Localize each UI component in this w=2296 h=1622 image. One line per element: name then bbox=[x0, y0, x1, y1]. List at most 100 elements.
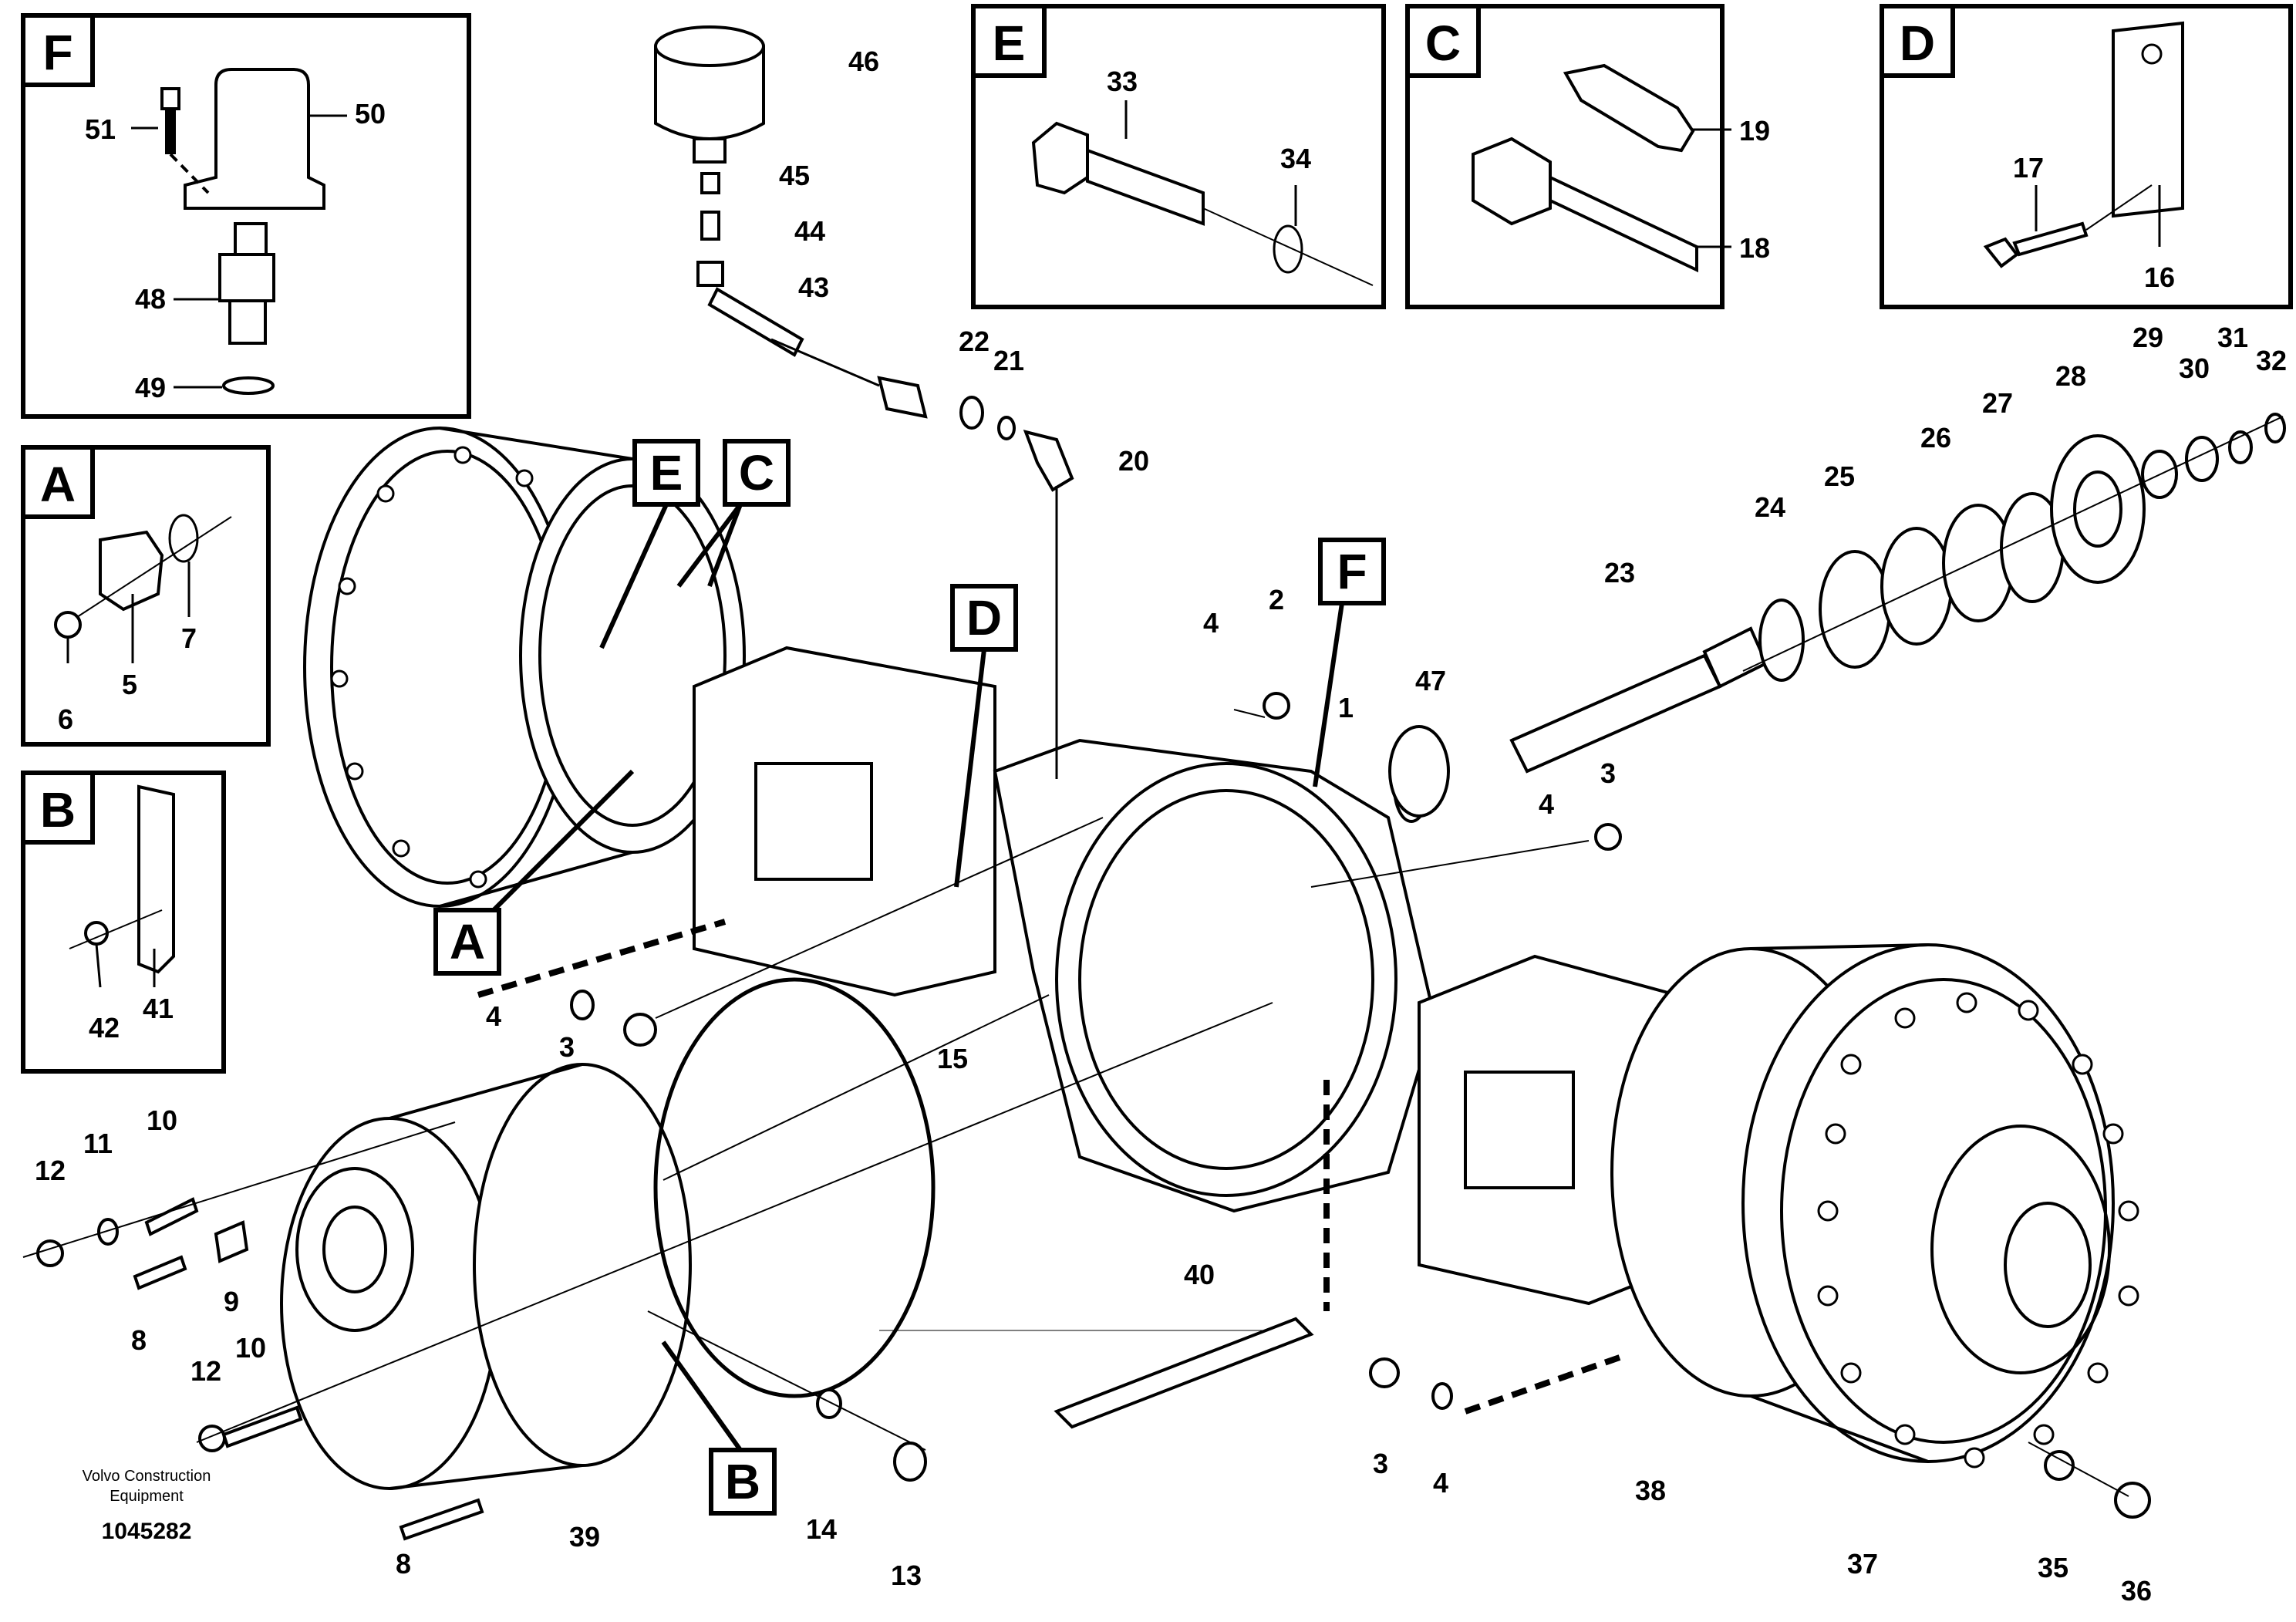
part-label-1: 1 bbox=[1338, 692, 1354, 723]
part-label-2: 2 bbox=[1269, 584, 1284, 615]
part-label-29: 29 bbox=[2132, 322, 2163, 353]
part-label-18: 18 bbox=[1739, 232, 1770, 264]
detail-box-d-label: D bbox=[1900, 15, 1935, 71]
part-label-3c: 3 bbox=[1373, 1448, 1388, 1479]
part-label-50: 50 bbox=[355, 98, 386, 130]
part-label-4a: 4 bbox=[1203, 607, 1219, 639]
part-label-40: 40 bbox=[1184, 1259, 1215, 1290]
callout-e: E bbox=[599, 439, 700, 649]
detail-box-e-label: E bbox=[993, 15, 1026, 71]
part-label-28: 28 bbox=[2055, 360, 2086, 392]
part-label-49: 49 bbox=[135, 372, 166, 403]
dashed-guide-lines bbox=[477, 919, 1621, 1415]
callout-f: F bbox=[1313, 538, 1386, 787]
cover-plate-shape bbox=[99, 530, 164, 612]
part-label-15: 15 bbox=[937, 1043, 968, 1074]
part-label-21: 21 bbox=[993, 345, 1024, 376]
part-label-19: 19 bbox=[1739, 115, 1770, 147]
detail-box-b-label: B bbox=[40, 782, 76, 838]
part-label-42: 42 bbox=[89, 1012, 120, 1044]
part-label-39: 39 bbox=[569, 1521, 600, 1553]
part-label-51: 51 bbox=[85, 113, 116, 145]
explode-lines bbox=[22, 416, 2284, 1497]
part-number-labels: 1 2 3 3 3 4 4 4 4 8 8 9 10 10 11 12 12 1… bbox=[35, 46, 2287, 1607]
part-label-33: 33 bbox=[1107, 66, 1138, 97]
part-label-10b: 10 bbox=[235, 1332, 266, 1364]
detail-box-a: A 7 6 5 bbox=[21, 445, 271, 747]
callout-a: A bbox=[433, 769, 635, 976]
part-label-34: 34 bbox=[1280, 143, 1311, 174]
part-label-13: 13 bbox=[891, 1560, 922, 1591]
part-label-8b: 8 bbox=[396, 1548, 411, 1580]
part-label-25: 25 bbox=[1824, 460, 1855, 492]
part-label-7: 7 bbox=[181, 622, 197, 654]
part-label-36: 36 bbox=[2121, 1575, 2152, 1607]
bracket-shape bbox=[184, 68, 325, 210]
callout-f-label: F bbox=[1337, 544, 1367, 599]
callout-b: B bbox=[661, 1340, 777, 1516]
plate-shape bbox=[2112, 21, 2184, 218]
callout-c: C bbox=[676, 439, 791, 588]
part-label-30: 30 bbox=[2179, 352, 2210, 384]
part-label-32: 32 bbox=[2256, 345, 2287, 376]
detail-box-d: D 17 16 bbox=[1880, 4, 2293, 309]
part-label-46: 46 bbox=[848, 46, 879, 77]
part-label-11: 11 bbox=[83, 1128, 113, 1159]
part-label-43: 43 bbox=[798, 271, 829, 303]
part-label-4d: 4 bbox=[1433, 1467, 1448, 1499]
part-label-14: 14 bbox=[806, 1513, 837, 1545]
breather-assembly bbox=[654, 25, 1074, 779]
hub-studs bbox=[330, 446, 2139, 1469]
fasteners bbox=[36, 692, 2151, 1541]
part-label-47: 47 bbox=[1415, 665, 1446, 696]
detail-box-f-label: F bbox=[42, 25, 72, 80]
part-label-23: 23 bbox=[1604, 557, 1635, 588]
detail-box-a-label: A bbox=[40, 457, 76, 512]
part-label-5: 5 bbox=[122, 669, 137, 700]
part-label-17: 17 bbox=[2013, 152, 2044, 184]
part-label-20: 20 bbox=[1118, 445, 1149, 477]
credit-line-1: Volvo Construction bbox=[83, 1468, 211, 1485]
diagram-code: 1045282 bbox=[102, 1519, 192, 1544]
callout-c-label: C bbox=[739, 445, 774, 501]
callout-a-label: A bbox=[450, 914, 485, 969]
part-label-3a: 3 bbox=[1600, 757, 1616, 789]
part-label-10a: 10 bbox=[147, 1104, 177, 1136]
part-label-6: 6 bbox=[58, 703, 73, 735]
callout-d-label: D bbox=[966, 590, 1002, 646]
part-label-4b: 4 bbox=[1539, 788, 1554, 820]
diagram-credit: Volvo Construction Equipment 1045282 bbox=[83, 1468, 211, 1544]
part-label-4c: 4 bbox=[486, 1000, 501, 1032]
part-label-8a: 8 bbox=[131, 1324, 147, 1356]
detail-box-e: E 33 34 bbox=[971, 4, 1386, 309]
callout-b-label: B bbox=[725, 1454, 760, 1509]
detail-box-c-label: C bbox=[1425, 15, 1461, 71]
part-label-26: 26 bbox=[1920, 422, 1951, 454]
detail-box-c: C 19 18 bbox=[1405, 4, 1770, 309]
part-label-24: 24 bbox=[1755, 491, 1785, 523]
bracket-plate-shape bbox=[137, 784, 175, 974]
detail-box-b: B 42 41 bbox=[21, 771, 226, 1074]
part-label-27: 27 bbox=[1982, 387, 2013, 419]
part-label-31: 31 bbox=[2217, 322, 2248, 353]
axle-housing bbox=[280, 427, 2115, 1490]
part-label-12a: 12 bbox=[35, 1155, 66, 1186]
part-label-38: 38 bbox=[1635, 1475, 1666, 1506]
part-label-35: 35 bbox=[2038, 1552, 2068, 1583]
part-label-37: 37 bbox=[1847, 1548, 1878, 1580]
drive-shaft-assembly bbox=[1393, 413, 2286, 823]
part-label-22: 22 bbox=[959, 325, 990, 357]
part-label-3b: 3 bbox=[559, 1031, 575, 1063]
part-label-12b: 12 bbox=[190, 1355, 221, 1387]
detail-box-f: F 51 50 48 49 bbox=[21, 13, 471, 419]
callout-e-label: E bbox=[650, 445, 683, 501]
part-label-45: 45 bbox=[779, 160, 810, 191]
part-label-44: 44 bbox=[794, 215, 825, 247]
part-label-16: 16 bbox=[2144, 261, 2175, 293]
credit-line-2: Equipment bbox=[110, 1488, 184, 1505]
callout-d: D bbox=[950, 584, 1018, 888]
part-label-9: 9 bbox=[224, 1286, 239, 1317]
part-label-41: 41 bbox=[143, 993, 174, 1024]
part-label-48: 48 bbox=[135, 283, 166, 315]
